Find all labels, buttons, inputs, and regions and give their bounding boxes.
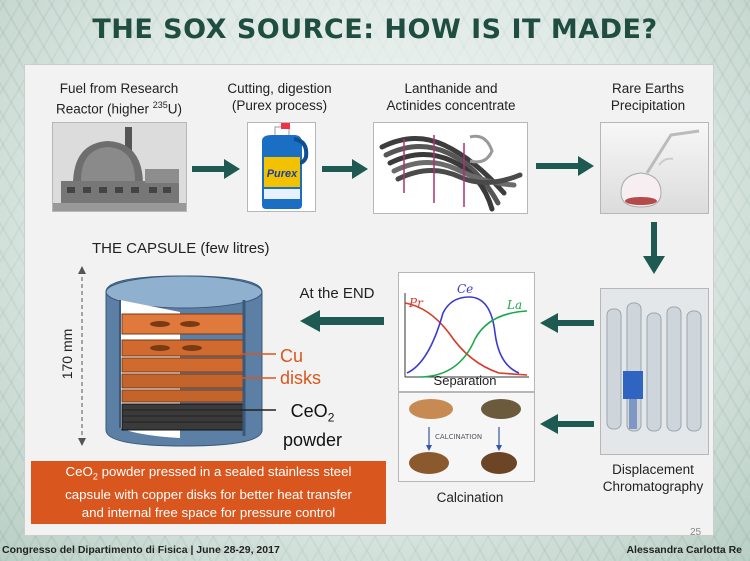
purex-text: Purex [267, 168, 298, 180]
calcination-label: Calcination [436, 490, 504, 505]
ceo2-powder-label-line2: powder [283, 429, 343, 450]
capsule-leader-lines [240, 353, 276, 411]
arrow-left-1 [540, 313, 594, 333]
capsule-height-dimension [78, 266, 86, 446]
arrow-right-2 [322, 159, 368, 179]
capsule-note-box: CeO2 powder pressed in a sealed stainles… [31, 461, 386, 524]
lanthanide-label-line2: Actinides concentrate [386, 98, 516, 113]
displacement-chromatography-image [600, 288, 709, 455]
displacement-label-line2: Chromatography [602, 479, 704, 494]
cu-disks-label-line2: disks [280, 368, 322, 388]
calcination-image: CALCINATION [398, 392, 535, 482]
capsule-title: THE CAPSULE (few litres) [92, 240, 270, 257]
arrow-right-3 [536, 156, 594, 176]
capsule-height-label: 170 mm [59, 328, 75, 380]
rare-earths-label: Rare Earths Precipitation [588, 80, 708, 114]
capsule-cutaway-image [100, 270, 268, 452]
reactor-image [52, 122, 187, 212]
separation-graph-image: Pr Ce La [398, 272, 535, 392]
footer-right: Alessandra Carlotta Re [626, 544, 742, 556]
capsule-note-line3: and internal free space for pressure con… [81, 504, 336, 520]
ceo2-powder-label-line1: CeO2 [290, 401, 335, 425]
capsule-note-line2: capsule with copper disks for better hea… [65, 486, 352, 502]
arrow-left-big [300, 310, 384, 332]
cutting-label: Cutting, digestion (Purex process) [212, 80, 347, 114]
ce-curve-label: Ce [457, 282, 473, 296]
purex-bottle-image: Purex [247, 122, 316, 212]
fuel-label: Fuel from Research Reactor (higher 235U) [44, 80, 194, 118]
la-curve-label: La [506, 298, 522, 312]
fuel-label-line2: Reactor (higher 235U) [55, 100, 183, 117]
cutting-label-line2: (Purex process) [231, 98, 328, 113]
rare-earths-label-line1: Rare Earths [611, 81, 685, 96]
footer-left: Congresso del Dipartimento di Fisica | J… [2, 544, 280, 556]
capsule-note-line1: CeO2 powder pressed in a sealed stainles… [65, 464, 352, 482]
rare-earths-glassware-image [600, 122, 709, 214]
at-the-end-label: At the END [299, 285, 375, 302]
displacement-label-line1: Displacement [612, 462, 694, 477]
arrow-down [643, 222, 665, 274]
cu-disks-label: Cu disks [280, 345, 321, 389]
cu-disks-label-line1: Cu [280, 346, 304, 366]
displacement-label: Displacement Chromatography [578, 461, 728, 495]
calcination-note: CALCINATION [435, 433, 482, 441]
rare-earths-label-line2: Precipitation [610, 98, 686, 113]
lanthanide-label-line1: Lanthanide and [404, 81, 498, 96]
cutting-label-line1: Cutting, digestion [227, 81, 332, 96]
ceo2-powder-label: CeO2 powder [283, 400, 342, 451]
lanthanide-label: Lanthanide and Actinides concentrate [366, 80, 536, 114]
arrow-right-1 [192, 159, 240, 179]
chromatography-tubes-image [373, 122, 528, 214]
page-title: THE SOX SOURCE: HOW IS IT MADE? [92, 14, 658, 45]
pr-curve-label: Pr [408, 296, 424, 310]
arrow-left-2 [540, 414, 594, 434]
page-number: 25 [690, 527, 702, 538]
fuel-label-line1: Fuel from Research [59, 81, 179, 96]
separation-label: Separation [433, 373, 497, 388]
